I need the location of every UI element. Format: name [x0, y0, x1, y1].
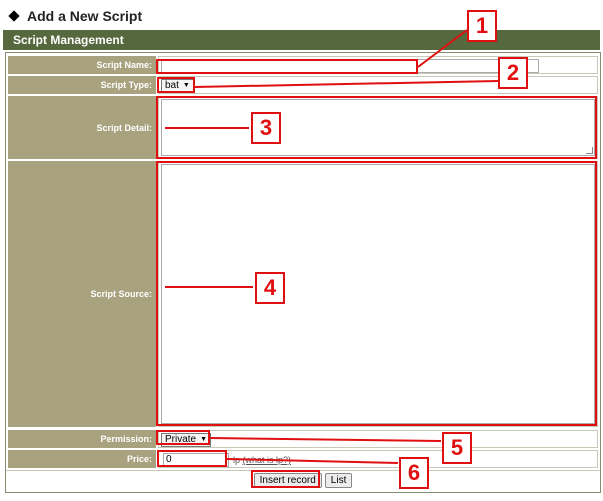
- dropdown-arrow-icon: ▼: [200, 436, 208, 443]
- script-source-textarea[interactable]: [161, 164, 595, 424]
- script-source-label: Script Source:: [8, 161, 156, 427]
- annotation-number-4: 4: [255, 272, 285, 304]
- row-script-detail: Script Detail:: [6, 96, 600, 159]
- annotation-number-3: 3: [251, 112, 281, 144]
- page-title-text: Add a New Script: [27, 8, 143, 24]
- annotation-number-6: 6: [399, 457, 429, 489]
- price-help: lp (what is lp?): [233, 455, 291, 465]
- diamond-icon: [8, 10, 20, 22]
- form-actions: Insert record List: [6, 470, 600, 489]
- row-script-source: Script Source:: [6, 161, 600, 427]
- row-permission: Permission: Private ▼: [6, 430, 600, 448]
- script-type-label: Script Type:: [8, 76, 156, 94]
- price-input[interactable]: 0: [163, 453, 229, 467]
- script-name-input[interactable]: [161, 59, 539, 73]
- list-button[interactable]: List: [324, 472, 353, 488]
- section-header: Script Management: [3, 30, 600, 50]
- script-detail-label: Script Detail:: [8, 96, 156, 159]
- annotation-number-5: 5: [442, 432, 472, 464]
- insert-record-button[interactable]: Insert record: [253, 472, 322, 488]
- permission-cell: Private ▼: [158, 430, 598, 448]
- script-type-value: bat: [165, 80, 179, 91]
- what-is-lp-link[interactable]: (what is lp?): [242, 455, 292, 465]
- permission-label: Permission:: [8, 430, 156, 448]
- resize-handle-icon[interactable]: [586, 147, 593, 154]
- script-detail-textarea[interactable]: [161, 99, 595, 156]
- row-price: Price: 0 lp (what is lp?): [6, 450, 600, 468]
- script-name-label: Script Name:: [8, 56, 156, 74]
- dropdown-arrow-icon: ▼: [182, 82, 190, 89]
- annotation-number-1: 1: [467, 10, 497, 42]
- price-label: Price:: [8, 450, 156, 468]
- annotation-number-2: 2: [498, 57, 528, 89]
- script-detail-cell: [158, 96, 598, 159]
- price-unit: lp: [233, 455, 241, 465]
- script-type-cell: bat ▼: [158, 76, 598, 94]
- script-name-cell: [158, 56, 598, 74]
- permission-value: Private: [165, 434, 197, 445]
- script-source-cell: [158, 161, 598, 427]
- page-title: Add a New Script: [8, 8, 143, 24]
- script-type-select[interactable]: bat ▼: [161, 79, 194, 93]
- price-cell: 0 lp (what is lp?): [158, 450, 598, 468]
- script-form: Script Name: Script Type: bat ▼ Script D…: [5, 52, 601, 493]
- permission-select[interactable]: Private ▼: [161, 433, 212, 447]
